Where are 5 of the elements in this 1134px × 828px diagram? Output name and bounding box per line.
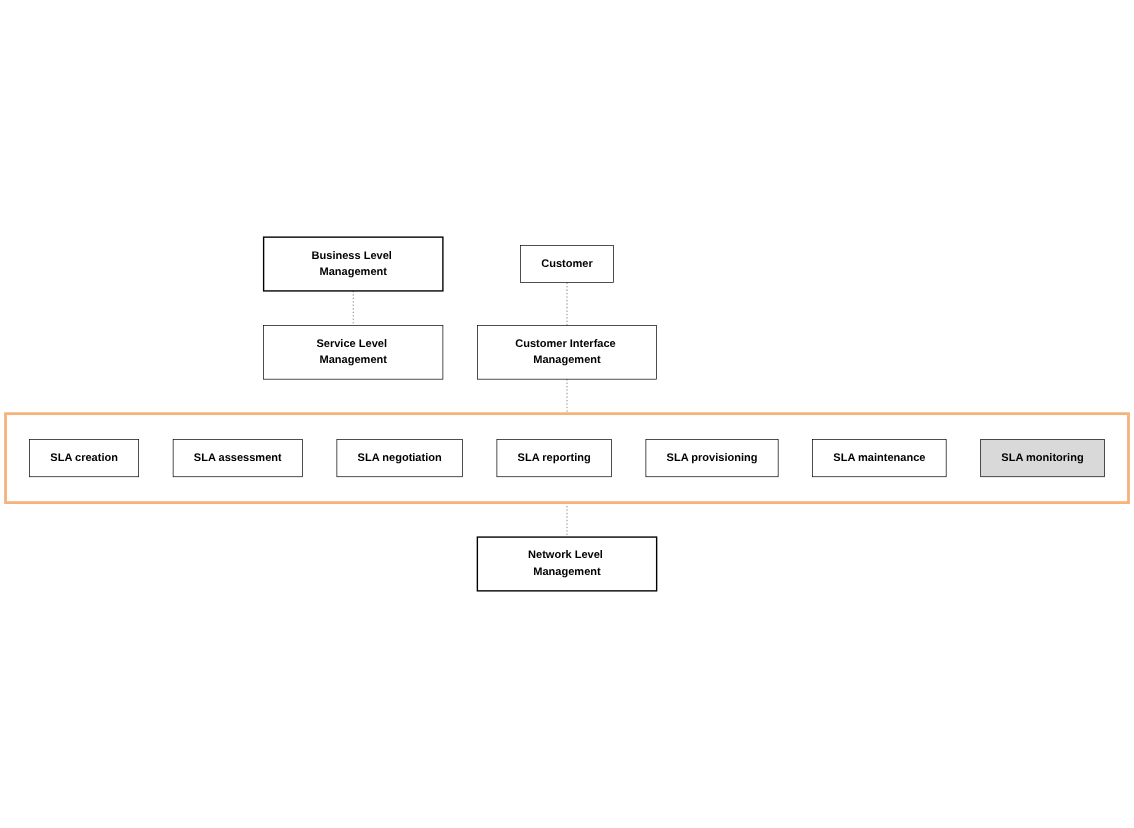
cluster [4,412,1130,504]
connector [566,282,568,326]
connector [566,378,568,414]
connector [566,502,568,538]
connector [352,290,354,326]
